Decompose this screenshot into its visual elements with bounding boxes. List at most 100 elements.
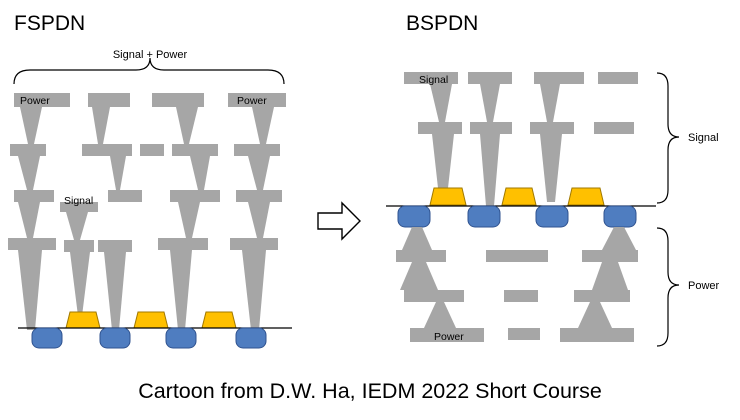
bspdn-via-2a — [432, 134, 454, 188]
bspdn-top-bar-2 — [468, 72, 512, 84]
caption: Cartoon from D.W. Ha, IEDM 2022 Short Co… — [138, 379, 602, 403]
fspdn-via-4c — [104, 252, 126, 330]
fspdn-via-4d — [170, 250, 192, 330]
fspdn-m2-bar-1 — [10, 144, 46, 156]
bspdn-contact-2 — [467, 205, 501, 228]
fspdn-contact-4 — [235, 327, 267, 349]
fspdn-transistor-1 — [65, 311, 101, 329]
bspdn-power-stack — [396, 227, 638, 342]
fspdn-top-bar-3 — [152, 93, 204, 107]
bspdn-top-bar-1 — [404, 72, 458, 84]
bspdn-m2-bar-4 — [594, 122, 634, 134]
fspdn-m3-bar-3 — [170, 190, 220, 202]
bspdn-contact-1 — [397, 205, 431, 228]
fspdn-m3-bar-2 — [108, 190, 142, 202]
bspdn-contact-4 — [603, 205, 637, 228]
fspdn-m4-bar-5 — [230, 238, 278, 250]
fspdn-top-power-rail-left — [14, 93, 70, 107]
fspdn-m2-bar-5 — [234, 144, 280, 156]
fspdn-via-4b — [70, 252, 90, 316]
fspdn-via-3a — [18, 202, 40, 238]
fspdn-contacts — [31, 327, 267, 349]
fspdn-metal-stack — [8, 93, 286, 330]
bspdn-via-1b — [480, 84, 500, 122]
signal-power-brace — [13, 57, 285, 85]
fspdn-via-1c — [176, 107, 198, 144]
bspdn-title: BSPDN — [406, 12, 478, 35]
fspdn-via-4e — [242, 250, 266, 330]
fspdn-signal-label: Signal — [64, 195, 93, 207]
fspdn-m3-bar-4 — [236, 190, 282, 202]
bspdn-bm1-bar-2 — [486, 250, 548, 262]
fspdn-power-label-right: Power — [237, 95, 267, 107]
signal-side-brace-label: Signal — [688, 132, 719, 144]
bspdn-transistor-2 — [501, 187, 537, 206]
fspdn-via-1a — [20, 107, 42, 144]
power-side-brace — [656, 227, 680, 347]
bspdn-bm2-bar-1 — [404, 290, 464, 302]
fspdn-contact-3 — [165, 327, 197, 349]
bspdn-power-via-3 — [400, 262, 438, 290]
bspdn-via-2b — [480, 134, 500, 206]
bspdn-power-via-6 — [578, 302, 612, 328]
fspdn-via-2c — [190, 156, 210, 190]
fspdn-via-2d — [248, 156, 270, 190]
fspdn-m2-bar-4 — [172, 144, 218, 156]
fspdn-transistor-2 — [133, 311, 169, 329]
bspdn-power-via-4 — [592, 262, 628, 290]
fspdn-m2-bar-2 — [82, 144, 132, 156]
bspdn-via-1c — [540, 84, 560, 122]
transition-arrow — [317, 201, 361, 241]
fspdn-m4-bar-3 — [98, 240, 132, 252]
bspdn-power-via-5 — [424, 302, 456, 328]
fspdn-top-power-rail-right — [228, 93, 286, 107]
bspdn-transistor-3 — [567, 187, 605, 206]
fspdn-power-label-left: Power — [20, 95, 50, 107]
fspdn-via-2b — [110, 156, 126, 190]
bspdn-contact-3 — [535, 205, 569, 228]
fspdn-via-4a — [18, 250, 42, 330]
fspdn-transistors — [65, 311, 237, 329]
fspdn-via-2a — [18, 156, 40, 190]
fspdn-transistor-3 — [201, 311, 237, 329]
bspdn-m2-bar-1 — [418, 122, 462, 134]
bspdn-m2-bar-3 — [530, 122, 574, 134]
fspdn-contact-1 — [31, 327, 63, 349]
fspdn-via-3b — [66, 212, 88, 240]
bspdn-power-via-1 — [402, 227, 432, 250]
bspdn-bm3-bar-2 — [508, 328, 540, 340]
fspdn-m3-signal-bar — [60, 202, 98, 212]
fspdn-via-3d — [248, 202, 270, 238]
bspdn-signal-label: Signal — [419, 74, 448, 86]
fspdn-top-bar-2 — [88, 93, 130, 107]
fspdn-via-3c — [178, 202, 200, 238]
bspdn-contacts — [397, 205, 637, 228]
fspdn-m3-bar-1 — [14, 190, 54, 202]
bspdn-bm2-bar-2 — [504, 290, 538, 302]
bspdn-bm1-bar-1 — [396, 250, 446, 262]
bspdn-transistors — [429, 187, 605, 206]
bspdn-bm2-bar-3 — [574, 290, 630, 302]
fspdn-m2-bar-3 — [140, 144, 164, 156]
bspdn-bm3-bar-3 — [560, 328, 634, 342]
fspdn-title: FSPDN — [14, 12, 85, 35]
signal-side-brace — [656, 72, 680, 204]
fspdn-via-1b — [92, 107, 110, 144]
fspdn-m4-bar-2 — [64, 240, 94, 252]
bspdn-via-2c — [540, 134, 562, 202]
bspdn-power-label: Power — [434, 331, 464, 343]
bspdn-top-bar-3 — [534, 72, 584, 84]
bspdn-bm1-bar-3 — [582, 250, 638, 262]
fspdn-m4-bar-1 — [8, 238, 56, 250]
bspdn-transistor-1 — [429, 187, 467, 206]
fspdn-contact-2 — [99, 327, 131, 349]
bspdn-m2-bar-2 — [470, 122, 512, 134]
signal-power-brace-label: Signal + Power — [113, 49, 188, 61]
bspdn-top-bar-4 — [598, 72, 638, 84]
fspdn-via-1d — [252, 107, 274, 144]
bspdn-via-1a — [430, 84, 452, 122]
bspdn-power-via-2 — [602, 227, 636, 250]
power-side-brace-label: Power — [688, 280, 720, 292]
fspdn-m4-bar-4 — [158, 238, 208, 250]
